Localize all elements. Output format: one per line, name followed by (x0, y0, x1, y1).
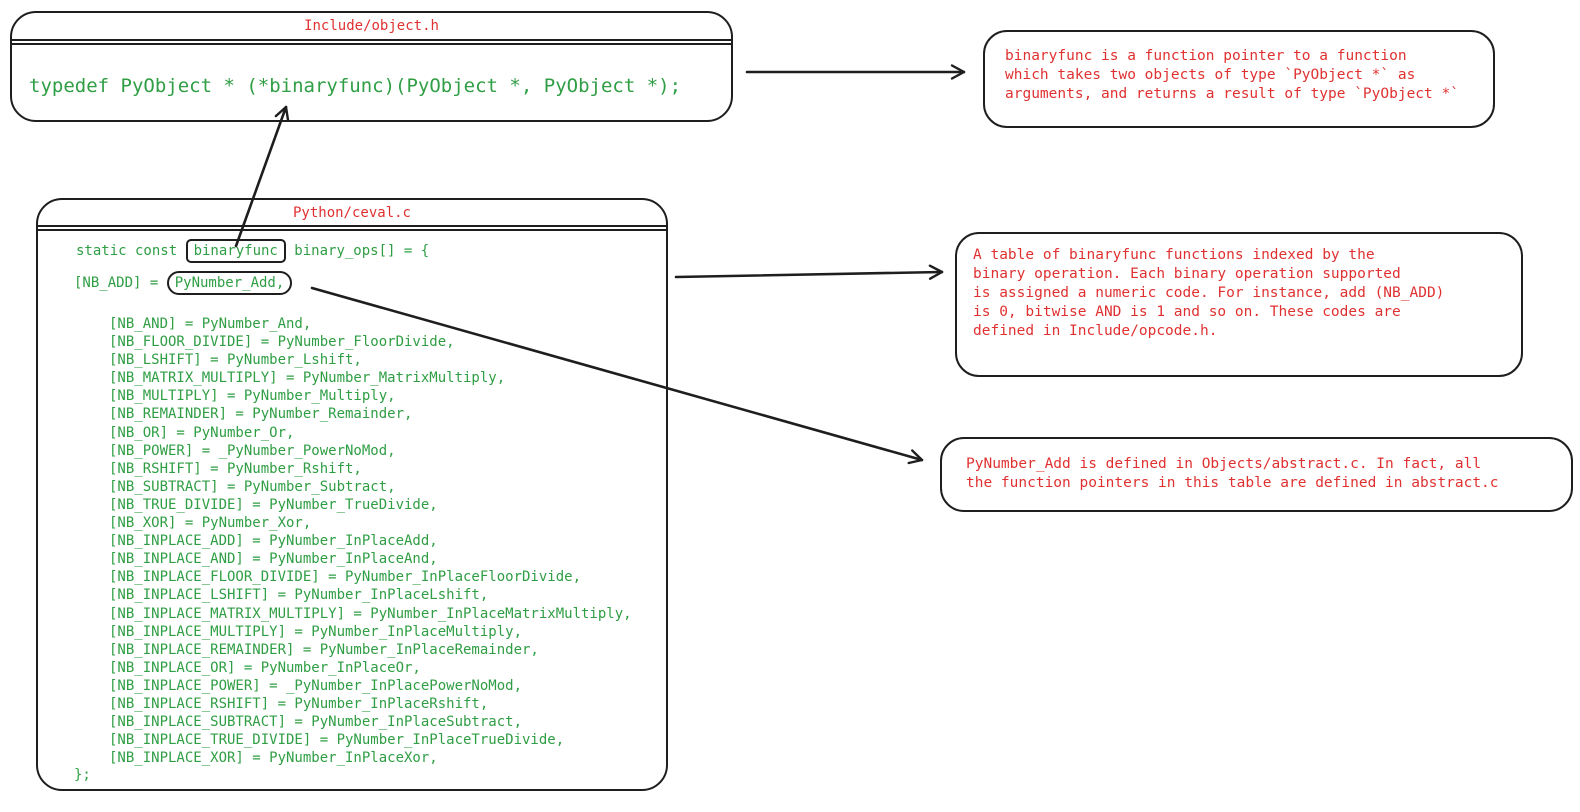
code-line: [NB_REMAINDER] = PyNumber_Remainder, (109, 406, 413, 423)
binaryfunc-typedef-code: typedef PyObject * (*binaryfunc)(PyObjec… (29, 75, 682, 97)
code-line: [NB_OR] = PyNumber_Or, (109, 424, 295, 441)
decl-prefix: static const (76, 243, 186, 259)
pynumber-add-note-box: PyNumber_Add is defined in Objects/abstr… (940, 437, 1573, 512)
code-line: [NB_AND] = PyNumber_And, (109, 316, 312, 332)
binary-ops-list: [NB_AND] = PyNumber_And, [NB_FLOOR_DIVIDE… (109, 315, 632, 767)
binaryfunc-note-box: binaryfunc is a function pointer to a fu… (983, 30, 1495, 128)
code-line: [NB_MATRIX_MULTIPLY] = PyNumber_MatrixMu… (109, 370, 506, 387)
binaryfunc-note-text: binaryfunc is a function pointer to a fu… (1005, 48, 1459, 102)
code-line: [NB_FLOOR_DIVIDE] = PyNumber_FloorDivide… (109, 334, 455, 351)
binary-ops-closing-brace: }; (74, 767, 91, 783)
binary-ops-table-note-box: A table of binaryfunc functions indexed … (955, 232, 1523, 377)
code-line: [NB_INPLACE_OR] = PyNumber_InPlaceOr, (109, 659, 421, 676)
code-line: [NB_INPLACE_TRUE_DIVIDE] = PyNumber_InPl… (109, 732, 565, 749)
pynumber-add-highlight-box: PyNumber_Add, (166, 271, 293, 295)
code-line: [NB_INPLACE_ADD] = PyNumber_InPlaceAdd, (109, 533, 438, 550)
binary-ops-declaration: static const binaryfunc binary_ops[] = { (76, 239, 430, 263)
object-h-file-box: Include/object.h typedef PyObject * (*bi… (10, 11, 733, 122)
code-line: [NB_INPLACE_POWER] = _PyNumber_InPlacePo… (109, 677, 523, 694)
code-line: [NB_INPLACE_XOR] = PyNumber_InPlaceXor, (109, 750, 438, 767)
pynumber-add-token: PyNumber_Add, (174, 275, 285, 291)
code-line: [NB_INPLACE_FLOOR_DIVIDE] = PyNumber_InP… (109, 569, 582, 586)
binary-ops-table-note-text: A table of binaryfunc functions indexed … (973, 247, 1445, 339)
binaryfunc-token: binaryfunc (193, 243, 278, 259)
header-separator (12, 39, 731, 45)
code-line: [NB_RSHIFT] = PyNumber_Rshift, (109, 460, 362, 477)
code-line: [NB_INPLACE_AND] = PyNumber_InPlaceAnd, (109, 551, 438, 568)
nb-add-entry: [NB_ADD] = PyNumber_Add, (74, 271, 293, 295)
object-h-title: Include/object.h (304, 18, 439, 34)
code-line: [NB_INPLACE_MULTIPLY] = PyNumber_InPlace… (109, 623, 523, 640)
code-line: [NB_INPLACE_REMAINDER] = PyNumber_InPlac… (109, 641, 539, 658)
code-line: [NB_XOR] = PyNumber_Xor, (109, 515, 312, 532)
code-line: [NB_LSHIFT] = PyNumber_Lshift, (109, 352, 362, 369)
ceval-file-box: Python/ceval.c static const binaryfunc b… (36, 198, 668, 791)
header-separator (38, 225, 666, 231)
decl-suffix: binary_ops[] = { (285, 243, 430, 259)
code-line: [NB_INPLACE_MATRIX_MULTIPLY] = PyNumber_… (109, 605, 632, 622)
code-line: [NB_INPLACE_SUBTRACT] = PyNumber_InPlace… (109, 714, 523, 731)
code-line: [NB_POWER] = _PyNumber_PowerNoMod, (109, 442, 396, 459)
arrow-ceval-to-table-note (674, 264, 944, 280)
pynumber-add-note-text: PyNumber_Add is defined in Objects/abstr… (966, 456, 1499, 491)
code-line: [NB_SUBTRACT] = PyNumber_Subtract, (109, 478, 396, 495)
nb-add-prefix: [NB_ADD] = (74, 275, 167, 291)
binaryfunc-highlight-box: binaryfunc (185, 239, 286, 263)
code-line: [NB_INPLACE_RSHIFT] = PyNumber_InPlaceRs… (109, 695, 489, 712)
code-line: [NB_INPLACE_LSHIFT] = PyNumber_InPlaceLs… (109, 587, 489, 604)
ceval-title: Python/ceval.c (292, 205, 411, 221)
code-line: [NB_MULTIPLY] = PyNumber_Multiply, (109, 388, 396, 405)
code-line: [NB_TRUE_DIVIDE] = PyNumber_TrueDivide, (109, 496, 438, 513)
